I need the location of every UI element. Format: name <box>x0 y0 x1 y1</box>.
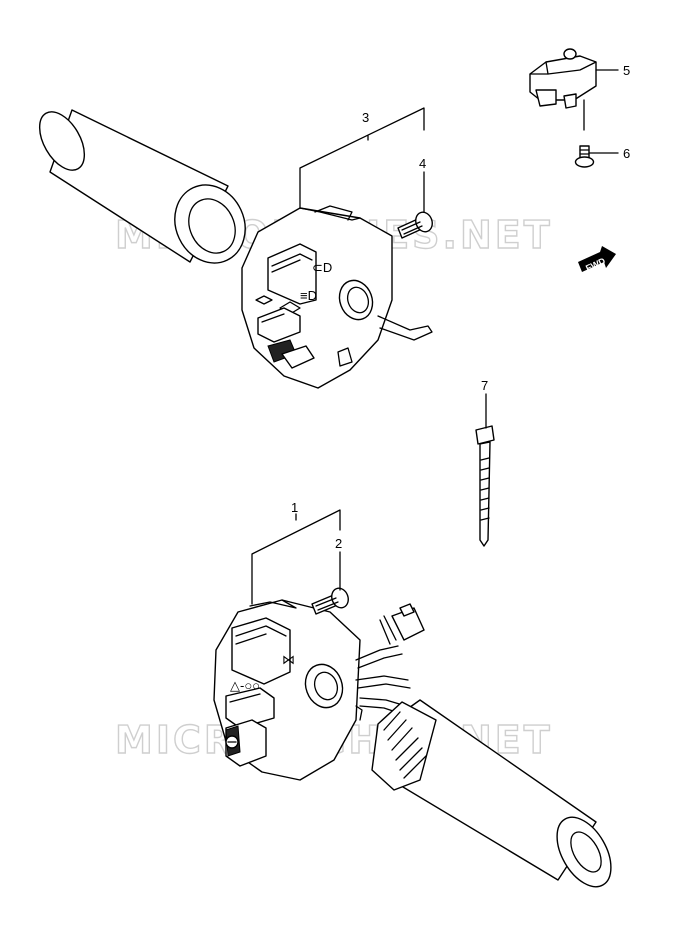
top-grip <box>38 109 246 264</box>
callout-leaders <box>251 69 619 605</box>
callout-part-1: 1 <box>291 500 298 515</box>
left-switch-wires <box>355 603 425 715</box>
cable-tie-part-7 <box>475 425 495 547</box>
fwd-direction-badge: FWD <box>578 246 616 273</box>
callout-part-3: 3 <box>362 110 369 125</box>
callout-part-6: 6 <box>623 146 630 161</box>
screw-part-6 <box>574 145 595 168</box>
throttle-grip <box>371 699 612 888</box>
callout-part-2: 2 <box>335 536 342 551</box>
switch-symbol-c: ⋈ <box>282 652 295 667</box>
switch-unit-part-5 <box>529 48 597 109</box>
callout-part-7: 7 <box>481 378 488 393</box>
callout-part-5: 5 <box>623 63 630 78</box>
left-handlebar-switch-box: ⋈ △-○○ <box>213 599 363 781</box>
screw-part-4 <box>397 211 433 239</box>
right-handlebar-switch-box: ⊂D ≡D <box>241 205 433 389</box>
screw-part-2 <box>311 587 349 615</box>
callout-part-4: 4 <box>419 156 426 171</box>
switch-symbol-a: ⊂D <box>312 260 332 275</box>
switch-symbol-b: ≡D <box>300 288 317 303</box>
